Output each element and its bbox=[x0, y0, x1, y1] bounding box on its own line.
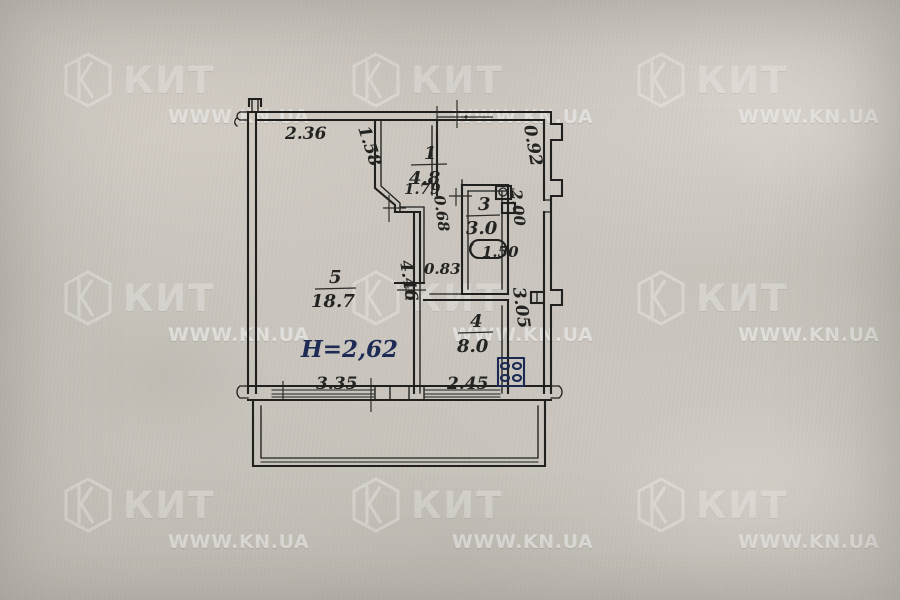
toilet-icon bbox=[500, 201, 517, 215]
dimension-0-92: 0.92 bbox=[519, 123, 546, 167]
dimension-2-00: 2.00 bbox=[507, 188, 529, 228]
dimension-2-36: 2.36 bbox=[284, 124, 327, 144]
room-label-4: 4 8.0 bbox=[456, 311, 494, 357]
dimension-1-79: 1.79 bbox=[404, 180, 441, 198]
entrance-door bbox=[234, 97, 263, 127]
radiator-icon bbox=[529, 290, 546, 305]
room-number: 4 bbox=[470, 311, 483, 332]
dimension-2-45: 2.45 bbox=[446, 374, 488, 394]
room-number: 3 bbox=[478, 194, 491, 215]
room-area: 18.7 bbox=[311, 291, 355, 312]
dimension-0-83: 0.83 bbox=[424, 260, 461, 278]
wall-outline bbox=[236, 110, 564, 395]
balcony bbox=[236, 384, 563, 468]
dimension-3-35: 3.35 bbox=[316, 374, 357, 394]
room-label-1: 1 4.8 bbox=[409, 143, 448, 189]
dimension-3-05: 3.05 bbox=[508, 286, 534, 330]
room-area: 8.0 bbox=[456, 336, 489, 357]
dimension-0-68: 0.68 bbox=[430, 194, 453, 233]
room-area: 4.8 bbox=[409, 168, 441, 189]
room-label-5: 5 18.7 bbox=[311, 267, 357, 312]
stove-four-burner-icon bbox=[496, 356, 526, 388]
sink-icon bbox=[494, 184, 515, 201]
dimension-ticks bbox=[282, 100, 493, 412]
room-area: 3.0 bbox=[466, 218, 498, 239]
room-label-3: 3 3.0 bbox=[465, 194, 501, 239]
ceiling-height-label: H=2,62 bbox=[300, 336, 398, 363]
dimension-4-46: 4.46 bbox=[395, 259, 421, 303]
bathtub-icon bbox=[468, 238, 508, 260]
dimension-1-50: 1.50 bbox=[482, 243, 519, 261]
room-number: 1 bbox=[424, 143, 437, 164]
interior-walls bbox=[373, 118, 510, 395]
room-number: 5 bbox=[329, 267, 342, 288]
